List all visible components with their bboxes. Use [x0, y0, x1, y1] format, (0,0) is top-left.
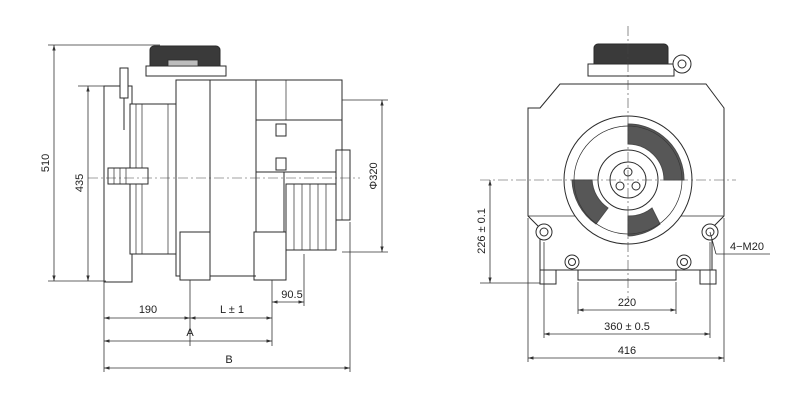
front-top-cap: [587, 43, 692, 77]
dim-L-label: L ± 1: [220, 304, 244, 316]
side-view: 510 435 Φ320 190 L ± 1: [40, 44, 388, 372]
dim-B: B: [104, 354, 350, 370]
dim-L: L ± 1: [190, 304, 272, 320]
dim-416-label: 416: [618, 345, 636, 357]
dim-220-label: 220: [618, 297, 636, 309]
dim-510: 510: [40, 44, 160, 282]
dim-226: 226 ± 0.1: [476, 180, 540, 284]
dim-360-label: 360 ± 0.5: [604, 321, 650, 333]
dim-360: 360 ± 0.5: [544, 321, 710, 336]
dim-416: 416: [528, 345, 724, 360]
dim-phi-320-label: Φ320: [368, 162, 380, 189]
dim-190-label: 190: [139, 304, 157, 316]
dim-90-5: 90.5: [272, 289, 304, 304]
dim-510-label: 510: [40, 154, 52, 172]
dim-B-label: B: [225, 354, 232, 366]
top-cap: [145, 45, 227, 77]
traction-sheave: [285, 149, 351, 251]
dim-A-label: A: [186, 327, 194, 339]
brake-assembly: [103, 67, 177, 283]
dim-A: A: [104, 327, 272, 343]
dim-220: 220: [578, 297, 676, 312]
dim-435: 435: [74, 85, 104, 281]
bolt-callout-label: 4−M20: [730, 241, 764, 253]
front-view: 226 ± 0.1 4−M20 220 360 ± 0.5 416: [476, 26, 770, 362]
dim-90-5-label: 90.5: [281, 289, 302, 301]
dim-435-label: 435: [74, 174, 86, 192]
dim-226-label: 226 ± 0.1: [476, 208, 488, 254]
dim-190: 190: [104, 304, 190, 320]
bolt-callout: 4−M20: [709, 231, 770, 255]
